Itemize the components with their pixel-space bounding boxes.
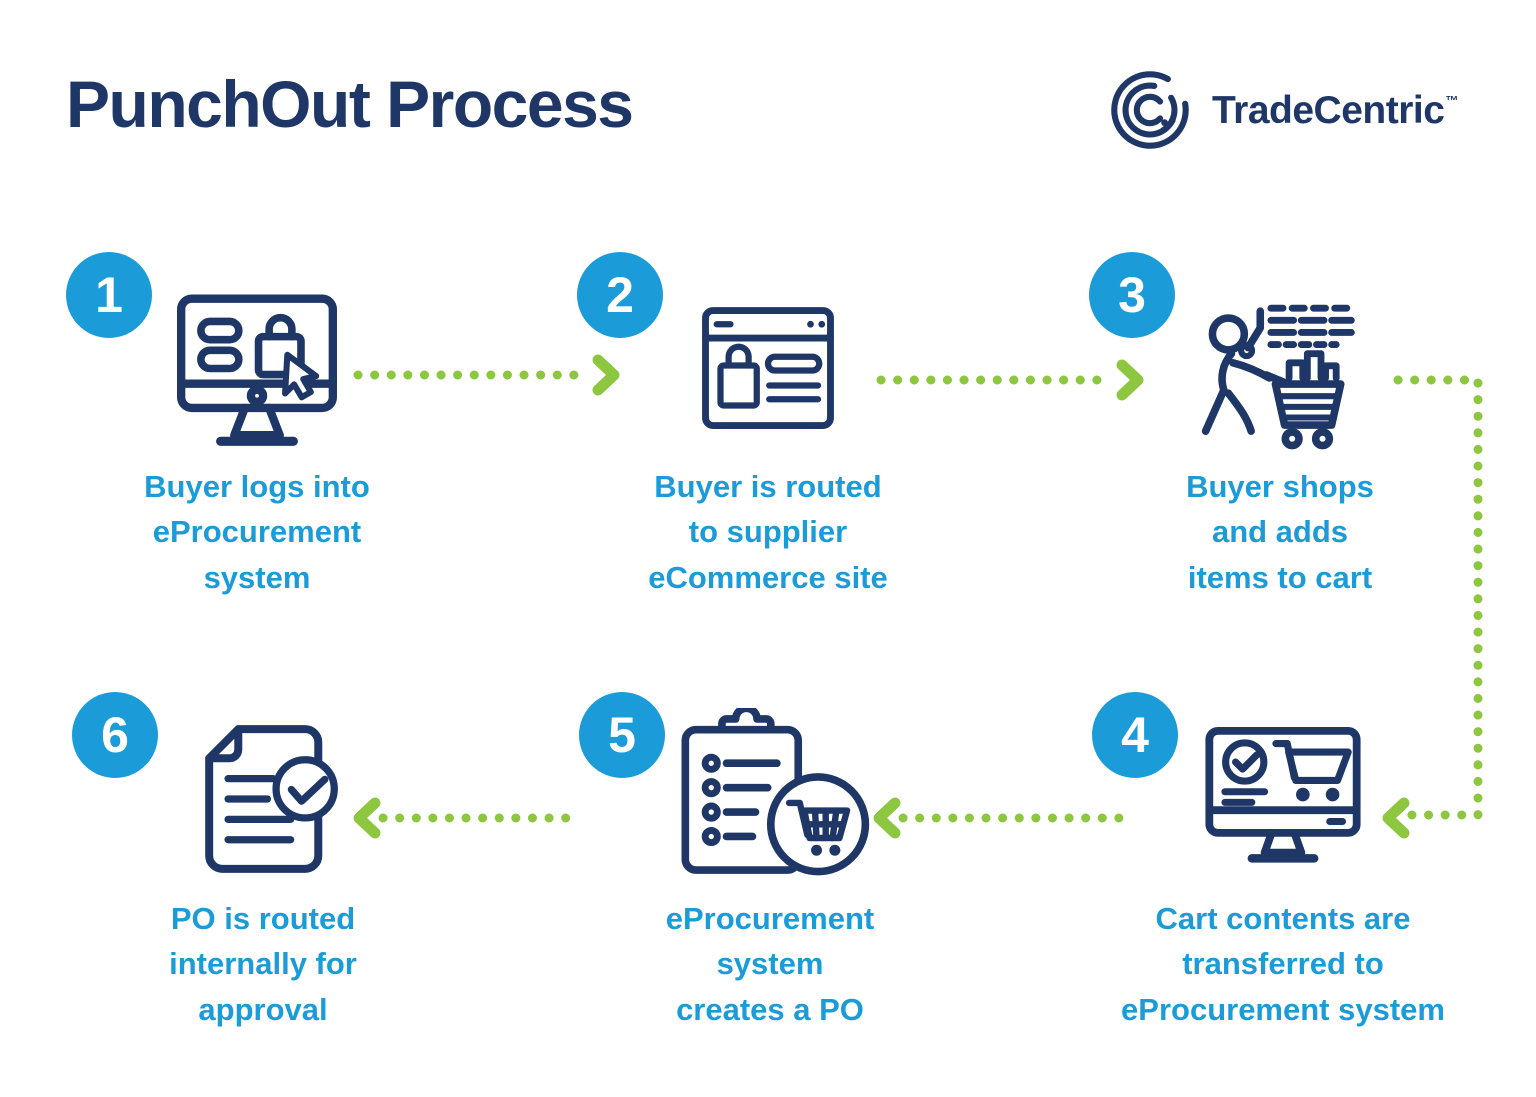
step-1: 1 Buyer logs into eProcurement system — [37, 252, 477, 652]
document-approved-icon — [183, 714, 343, 884]
step-caption: Buyer is routed to supplier eCommerce si… — [648, 469, 888, 595]
monitor-shopping-icon — [166, 286, 348, 454]
step-number-badge: 6 — [72, 692, 158, 778]
tradecentric-logo-icon — [1111, 71, 1189, 149]
step-number-badge: 3 — [1089, 252, 1175, 338]
step-caption: Buyer shops and adds items to cart — [1186, 469, 1374, 595]
step-number-badge: 4 — [1092, 692, 1178, 778]
step-3: 3 — [1060, 252, 1500, 652]
browser-storefront-icon — [693, 292, 843, 444]
brand-name: TradeCentric™ — [1212, 88, 1458, 132]
brand-logo: TradeCentric™ — [1103, 62, 1458, 158]
step-number-badge: 5 — [579, 692, 665, 778]
step-5: 5 — [550, 692, 990, 1092]
shopper-cart-icon — [1181, 296, 1379, 460]
step-number-badge: 2 — [577, 252, 663, 338]
page-title: PunchOut Process — [66, 67, 634, 141]
step-caption: Buyer logs into eProcurement system — [144, 469, 370, 595]
trademark-symbol: ™ — [1445, 92, 1458, 108]
step-6: 6 PO is routed internally for approval — [43, 692, 483, 1092]
clipboard-cart-icon — [667, 708, 873, 878]
step-caption: Cart contents are transferred to eProcur… — [1121, 901, 1445, 1027]
step-caption: PO is routed internally for approval — [169, 901, 357, 1027]
monitor-cart-check-icon — [1198, 716, 1368, 876]
step-caption: eProcurement system creates a PO — [665, 901, 875, 1027]
step-number-badge: 1 — [66, 252, 152, 338]
step-2: 2 Buyer is routed to supplier eCommerce … — [548, 252, 988, 652]
step-4: 4 Cart contents — [1063, 692, 1503, 1092]
